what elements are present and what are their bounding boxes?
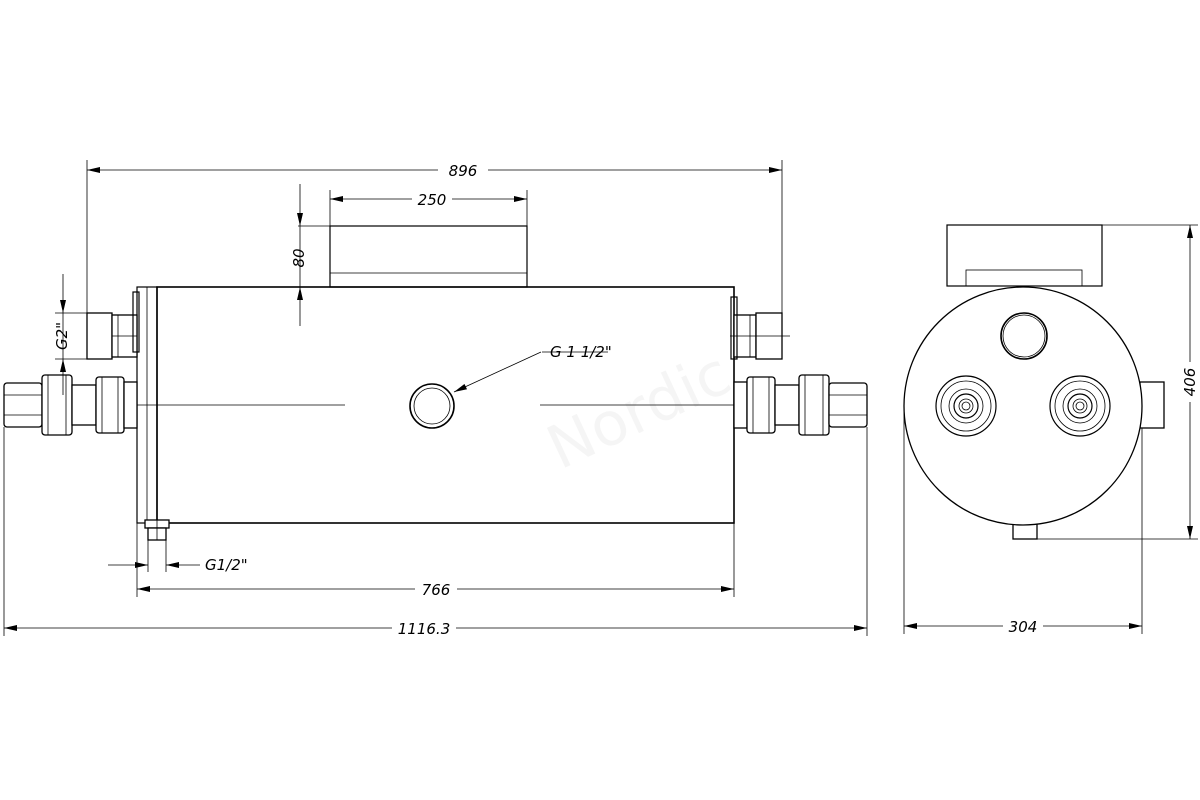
right-outlet-pipe <box>733 374 868 436</box>
upper-right-fitting <box>730 296 790 360</box>
end-control-box <box>946 224 1103 287</box>
end-cylinder <box>903 286 1143 526</box>
left-inlet-pipe <box>3 374 138 436</box>
upper-left-fitting <box>86 291 140 360</box>
dim-896: 896 <box>449 162 478 180</box>
dim-406: 406 <box>1181 368 1199 397</box>
dim-1116: 1116.3 <box>398 620 451 638</box>
label-g1-2: G1/2" <box>205 556 248 574</box>
side-view-dimensions: 896 250 80 G2" G 1 1/2" G1/2" <box>3 160 868 638</box>
end-view-dimensions: 304 406 <box>903 224 1199 636</box>
dim-250: 250 <box>418 191 447 209</box>
dim-80: 80 <box>290 248 308 267</box>
side-view <box>3 225 868 541</box>
end-view <box>903 224 1165 540</box>
label-g2: G2" <box>53 322 71 350</box>
control-box <box>329 225 528 288</box>
end-left-fitting <box>935 375 997 437</box>
dim-304: 304 <box>1009 618 1038 636</box>
center-port <box>409 383 455 429</box>
drain-fitting <box>144 519 170 541</box>
dim-766: 766 <box>422 581 451 599</box>
label-g1-1-2: G 1 1/2" <box>550 343 612 361</box>
end-right-fitting <box>1049 375 1111 437</box>
